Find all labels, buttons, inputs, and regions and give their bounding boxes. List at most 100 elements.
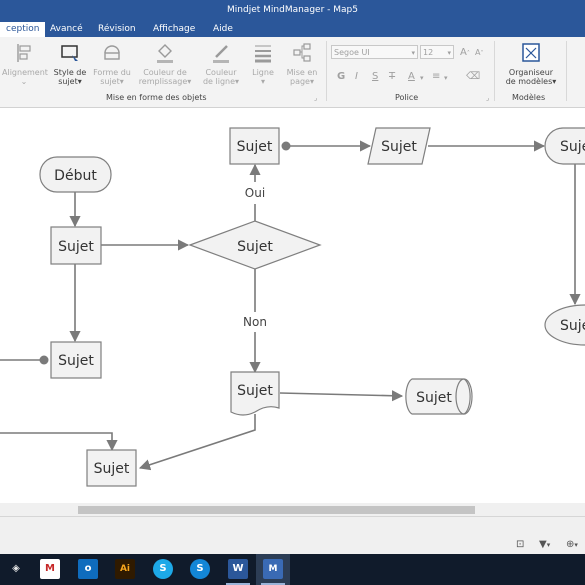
zoom-icon[interactable]: ⊕▾ (566, 539, 578, 550)
font-color-button[interactable]: A (408, 71, 415, 82)
topic-label: Sujet (237, 383, 273, 399)
connector-dot (39, 355, 49, 365)
chevron-down-icon[interactable]: ▾ (444, 74, 448, 82)
topic-start[interactable]: Début (39, 156, 112, 193)
italic-button[interactable]: I (355, 71, 358, 82)
tab-accueil[interactable]: ception (0, 22, 46, 37)
fill-color-button[interactable]: Couleur de remplissage▾ (136, 41, 194, 86)
scrollbar-thumb[interactable] (78, 506, 475, 514)
dropdown-caret-icon: ▾ (187, 77, 192, 86)
template-organizer-label-1: Organiseur (508, 68, 554, 77)
group-launcher-icon[interactable]: ⌟ (486, 94, 490, 102)
alignment-button[interactable]: Alignement ⌄ (2, 41, 48, 86)
ribbon: Alignement ⌄ Style de sujet▾ Forme du su… (0, 37, 585, 108)
group-label-font: Police (395, 93, 419, 102)
topic-process-top[interactable]: Sujet (229, 127, 280, 165)
fit-map-icon[interactable]: ⊡ (516, 539, 525, 550)
topic-label: Sujet (560, 139, 585, 155)
connector-document-to-storage[interactable] (279, 390, 404, 402)
skype-letter: S (159, 563, 167, 574)
font-name-combo[interactable]: Segoe UI ▾ (331, 45, 418, 59)
illustrator-letter: Ai (119, 564, 131, 574)
fill-color-label-1: Couleur de (143, 68, 187, 77)
line-color-label-2: de ligne (202, 77, 236, 86)
topic-shape-button[interactable]: Forme du sujet▾ (92, 41, 132, 86)
shrink-font-button[interactable]: A˅ (475, 48, 483, 57)
strikethrough-button[interactable]: T (389, 71, 396, 82)
grow-font-glyph: A (460, 47, 467, 58)
topic-label: Sujet (416, 390, 452, 406)
outlook-letter: o (84, 563, 92, 574)
skype-business-icon[interactable]: S (190, 559, 210, 579)
topic-ellipse-right[interactable]: Sujet (544, 304, 585, 346)
skype-business-letter: S (196, 563, 204, 574)
topic-terminal-right[interactable]: Sujet (544, 127, 585, 165)
tab-revision[interactable]: Révision (98, 24, 136, 34)
line-label: Ligne (252, 68, 274, 77)
onenote-like-icon[interactable]: ◈ (12, 563, 20, 574)
tab-aide[interactable]: Aide (213, 24, 233, 34)
underline-button[interactable]: S (372, 71, 379, 82)
topic-label: Sujet (237, 239, 273, 255)
layout-label-1: Mise en (286, 68, 318, 77)
illustrator-icon[interactable]: Ai (115, 559, 135, 579)
tab-affichage[interactable]: Affichage (153, 24, 196, 34)
bold-button[interactable]: G (337, 71, 346, 82)
group-launcher-icon[interactable]: ⌟ (314, 94, 318, 102)
topic-style-icon (61, 45, 78, 61)
grow-font-button[interactable]: A˄ (460, 47, 470, 58)
dropdown-caret-icon: ▾ (309, 77, 314, 86)
outlook-icon[interactable]: o (78, 559, 98, 579)
topic-document[interactable]: Sujet (230, 371, 280, 416)
chevron-down-icon[interactable]: ▾ (420, 74, 424, 82)
running-indicator (226, 583, 250, 585)
mindjet-icon[interactable]: M (40, 559, 60, 579)
shrink-font-glyph: A (475, 48, 481, 57)
fill-color-label-2: remplissage (138, 77, 188, 86)
topic-decision[interactable]: Sujet (188, 220, 322, 270)
grow-font-arrow-icon: ˄ (466, 50, 470, 57)
font-size-combo[interactable]: 12 ▾ (420, 45, 454, 59)
topic-process-bottom[interactable]: Sujet (86, 449, 137, 487)
topic-shape-label-2: sujet (100, 77, 120, 86)
topic-style-label-2: sujet (58, 77, 78, 86)
template-organizer-label-2: de modèles (505, 77, 553, 86)
topic-style-button[interactable]: Style de sujet▾ (50, 41, 90, 86)
tab-avance[interactable]: Avancé (50, 24, 83, 34)
line-color-button[interactable]: Couleur de ligne▾ (198, 41, 244, 86)
filter-icon[interactable]: ▼▾ (539, 539, 551, 550)
template-organizer-icon (522, 43, 540, 62)
branch-label-no: Non (243, 315, 267, 329)
text-align-icon[interactable]: ≡ (432, 71, 441, 82)
topic-storage[interactable]: Sujet (405, 378, 473, 415)
connector-dot (281, 141, 291, 151)
template-organizer-button[interactable]: Organiseur de modèles▾ (500, 41, 562, 86)
topic-input-output[interactable]: Sujet (367, 127, 431, 165)
topic-style-label-1: Style de (53, 68, 87, 77)
title-bar: Mindjet MindManager - Map5 (0, 0, 585, 21)
ribbon-separator (326, 41, 327, 101)
topic-start-label: Début (54, 168, 97, 184)
connector-offscreen-to-bottom-topic[interactable] (0, 432, 118, 452)
topic-label: Sujet (237, 139, 273, 155)
font-size-value: 12 (423, 48, 434, 57)
connector-document-to-topic[interactable] (138, 414, 256, 471)
alignment-icon (17, 44, 31, 62)
map-canvas[interactable]: Début Sujet Sujet Sujet Oui Non Sujet (0, 108, 585, 503)
topic-shape-label-1: Forme du (93, 68, 131, 77)
flowchart-diagram: Début Sujet Sujet Sujet Oui Non Sujet (0, 127, 585, 487)
skype-icon[interactable]: S (153, 559, 173, 579)
window-title: Mindjet MindManager - Map5 (227, 5, 358, 15)
topic-process-left[interactable]: Sujet (50, 226, 102, 265)
horizontal-scrollbar[interactable] (0, 503, 585, 516)
word-icon[interactable]: W (228, 559, 248, 579)
layout-button[interactable]: Mise en page▾ (282, 41, 322, 86)
mindmanager-icon[interactable]: M (263, 559, 283, 579)
ribbon-tab-bar: ception Avancé Révision Affichage Aide (0, 21, 585, 37)
ribbon-separator (566, 41, 567, 101)
topic-label: Sujet (381, 139, 417, 155)
line-button[interactable]: Ligne ▾ (248, 41, 278, 86)
topic-process-left-lower[interactable]: Sujet (50, 341, 102, 379)
clear-format-icon[interactable]: ⌫ (466, 71, 481, 82)
dropdown-caret-icon: ▾ (552, 77, 557, 86)
